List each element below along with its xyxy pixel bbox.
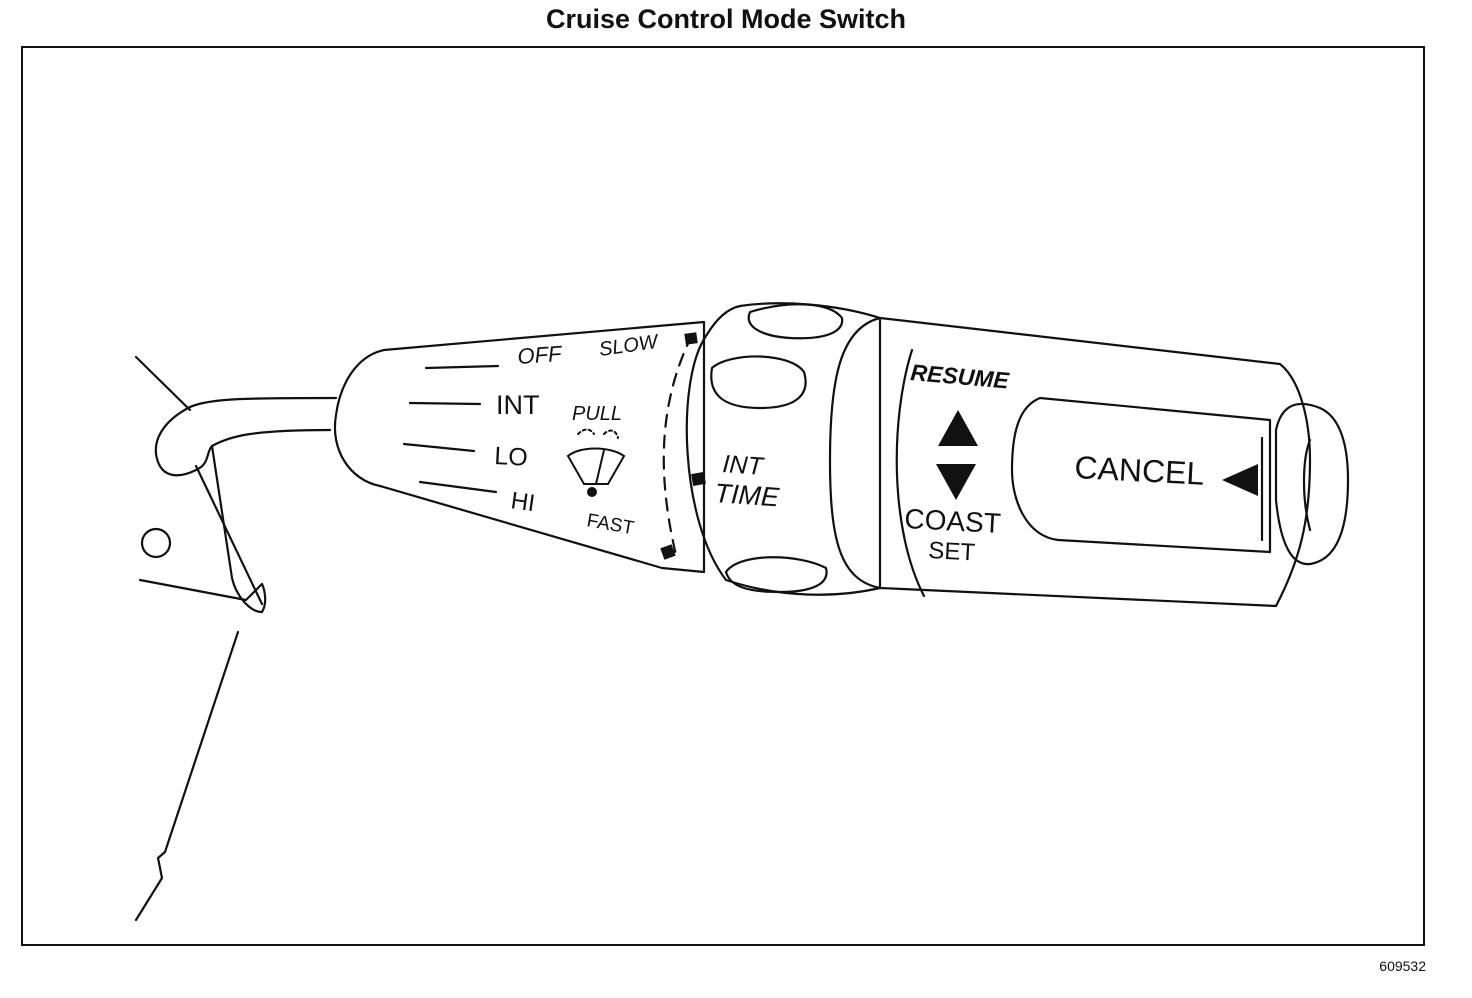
- hi-tick-line: [418, 480, 498, 494]
- column-bracket: [138, 405, 267, 614]
- int-time-label-line1: INT: [722, 450, 766, 481]
- figure-number: 609532: [1379, 958, 1426, 974]
- ring-bottom-oval: [724, 556, 828, 594]
- lever-stalk-bottom: [210, 428, 332, 448]
- lever-end-cap: [1274, 402, 1350, 566]
- cancel-paddle: [1010, 396, 1272, 554]
- fast-label: FAST: [585, 510, 636, 539]
- cancel-label: CANCEL: [1074, 449, 1206, 492]
- lever-body-tapered: [333, 320, 706, 574]
- wiper-scale-dashed-line: [662, 333, 694, 557]
- off-label: OFF: [517, 341, 564, 369]
- fast-marker-square: [660, 544, 676, 560]
- column-lower-edge: [134, 630, 240, 922]
- up-arrow-icon: [938, 410, 978, 446]
- hi-label: HI: [509, 487, 537, 517]
- int-label: INT: [496, 390, 540, 420]
- lever-stalk-top: [188, 396, 338, 409]
- diagram-frame: [21, 46, 1425, 946]
- set-label: SET: [928, 537, 976, 566]
- pull-label: PULL: [572, 403, 622, 425]
- ring-top-oval: [747, 303, 844, 340]
- slow-marker-square: [684, 332, 698, 345]
- steering-column-outline: [134, 355, 192, 412]
- lo-tick-line: [402, 442, 476, 453]
- rotary-ring: [685, 302, 882, 596]
- resume-coast-panel-edge: [895, 348, 926, 598]
- diagram-title: Cruise Control Mode Switch: [545, 4, 907, 34]
- resume-label: RESUME: [910, 359, 1011, 394]
- left-arrow-icon: [1222, 464, 1258, 496]
- int-tick-line: [408, 401, 482, 406]
- off-tick-line: [424, 364, 500, 370]
- coast-label: COAST: [904, 503, 1002, 539]
- bracket-diagonal: [194, 464, 264, 606]
- down-arrow-icon: [936, 464, 976, 500]
- slow-label: SLOW: [598, 331, 661, 361]
- int-time-marker-square: [691, 471, 706, 486]
- ring-middle-oval: [710, 355, 807, 410]
- lo-label: LO: [494, 442, 529, 472]
- end-cap-inner-curve: [1302, 438, 1312, 532]
- int-time-label-line2: TIME: [714, 478, 781, 512]
- windshield-wiper-icon: [566, 428, 626, 497]
- column-hole: [140, 527, 172, 559]
- lever-body-main: [828, 316, 1312, 608]
